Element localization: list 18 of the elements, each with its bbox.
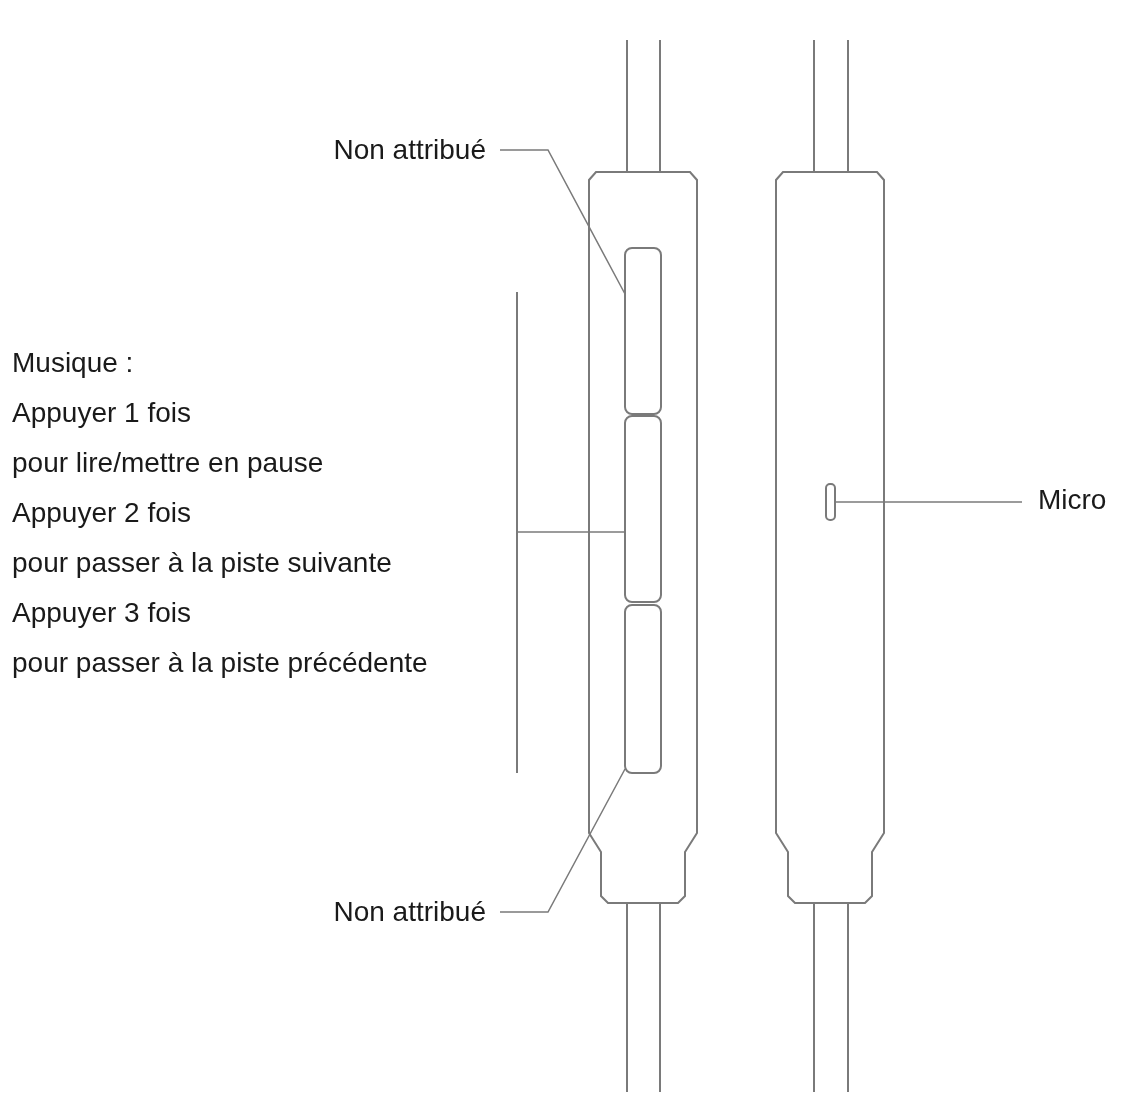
leader-line [499,768,626,913]
instruction-text: pour passer à la piste suivante [12,546,392,580]
callout-label: Non attribué [290,892,486,932]
leader-line [834,501,1023,503]
button-outline [624,247,662,415]
callout-label: Non attribué [290,130,486,170]
instruction-text: Appuyer 1 fois [12,396,191,430]
instruction-text: Appuyer 3 fois [12,596,191,630]
instruction-text: Appuyer 2 fois [12,496,191,530]
leader-line [499,149,626,295]
instruction-text: pour passer à la piste précédente [12,646,428,680]
callout-label: Micro [1038,480,1128,520]
instruction-text: pour lire/mettre en pause [12,446,324,480]
button-outline [624,415,662,603]
instruction-text: Musique : [12,346,134,380]
button-outline [624,604,662,774]
leader-line [516,531,626,533]
microphone-hole [825,483,836,521]
